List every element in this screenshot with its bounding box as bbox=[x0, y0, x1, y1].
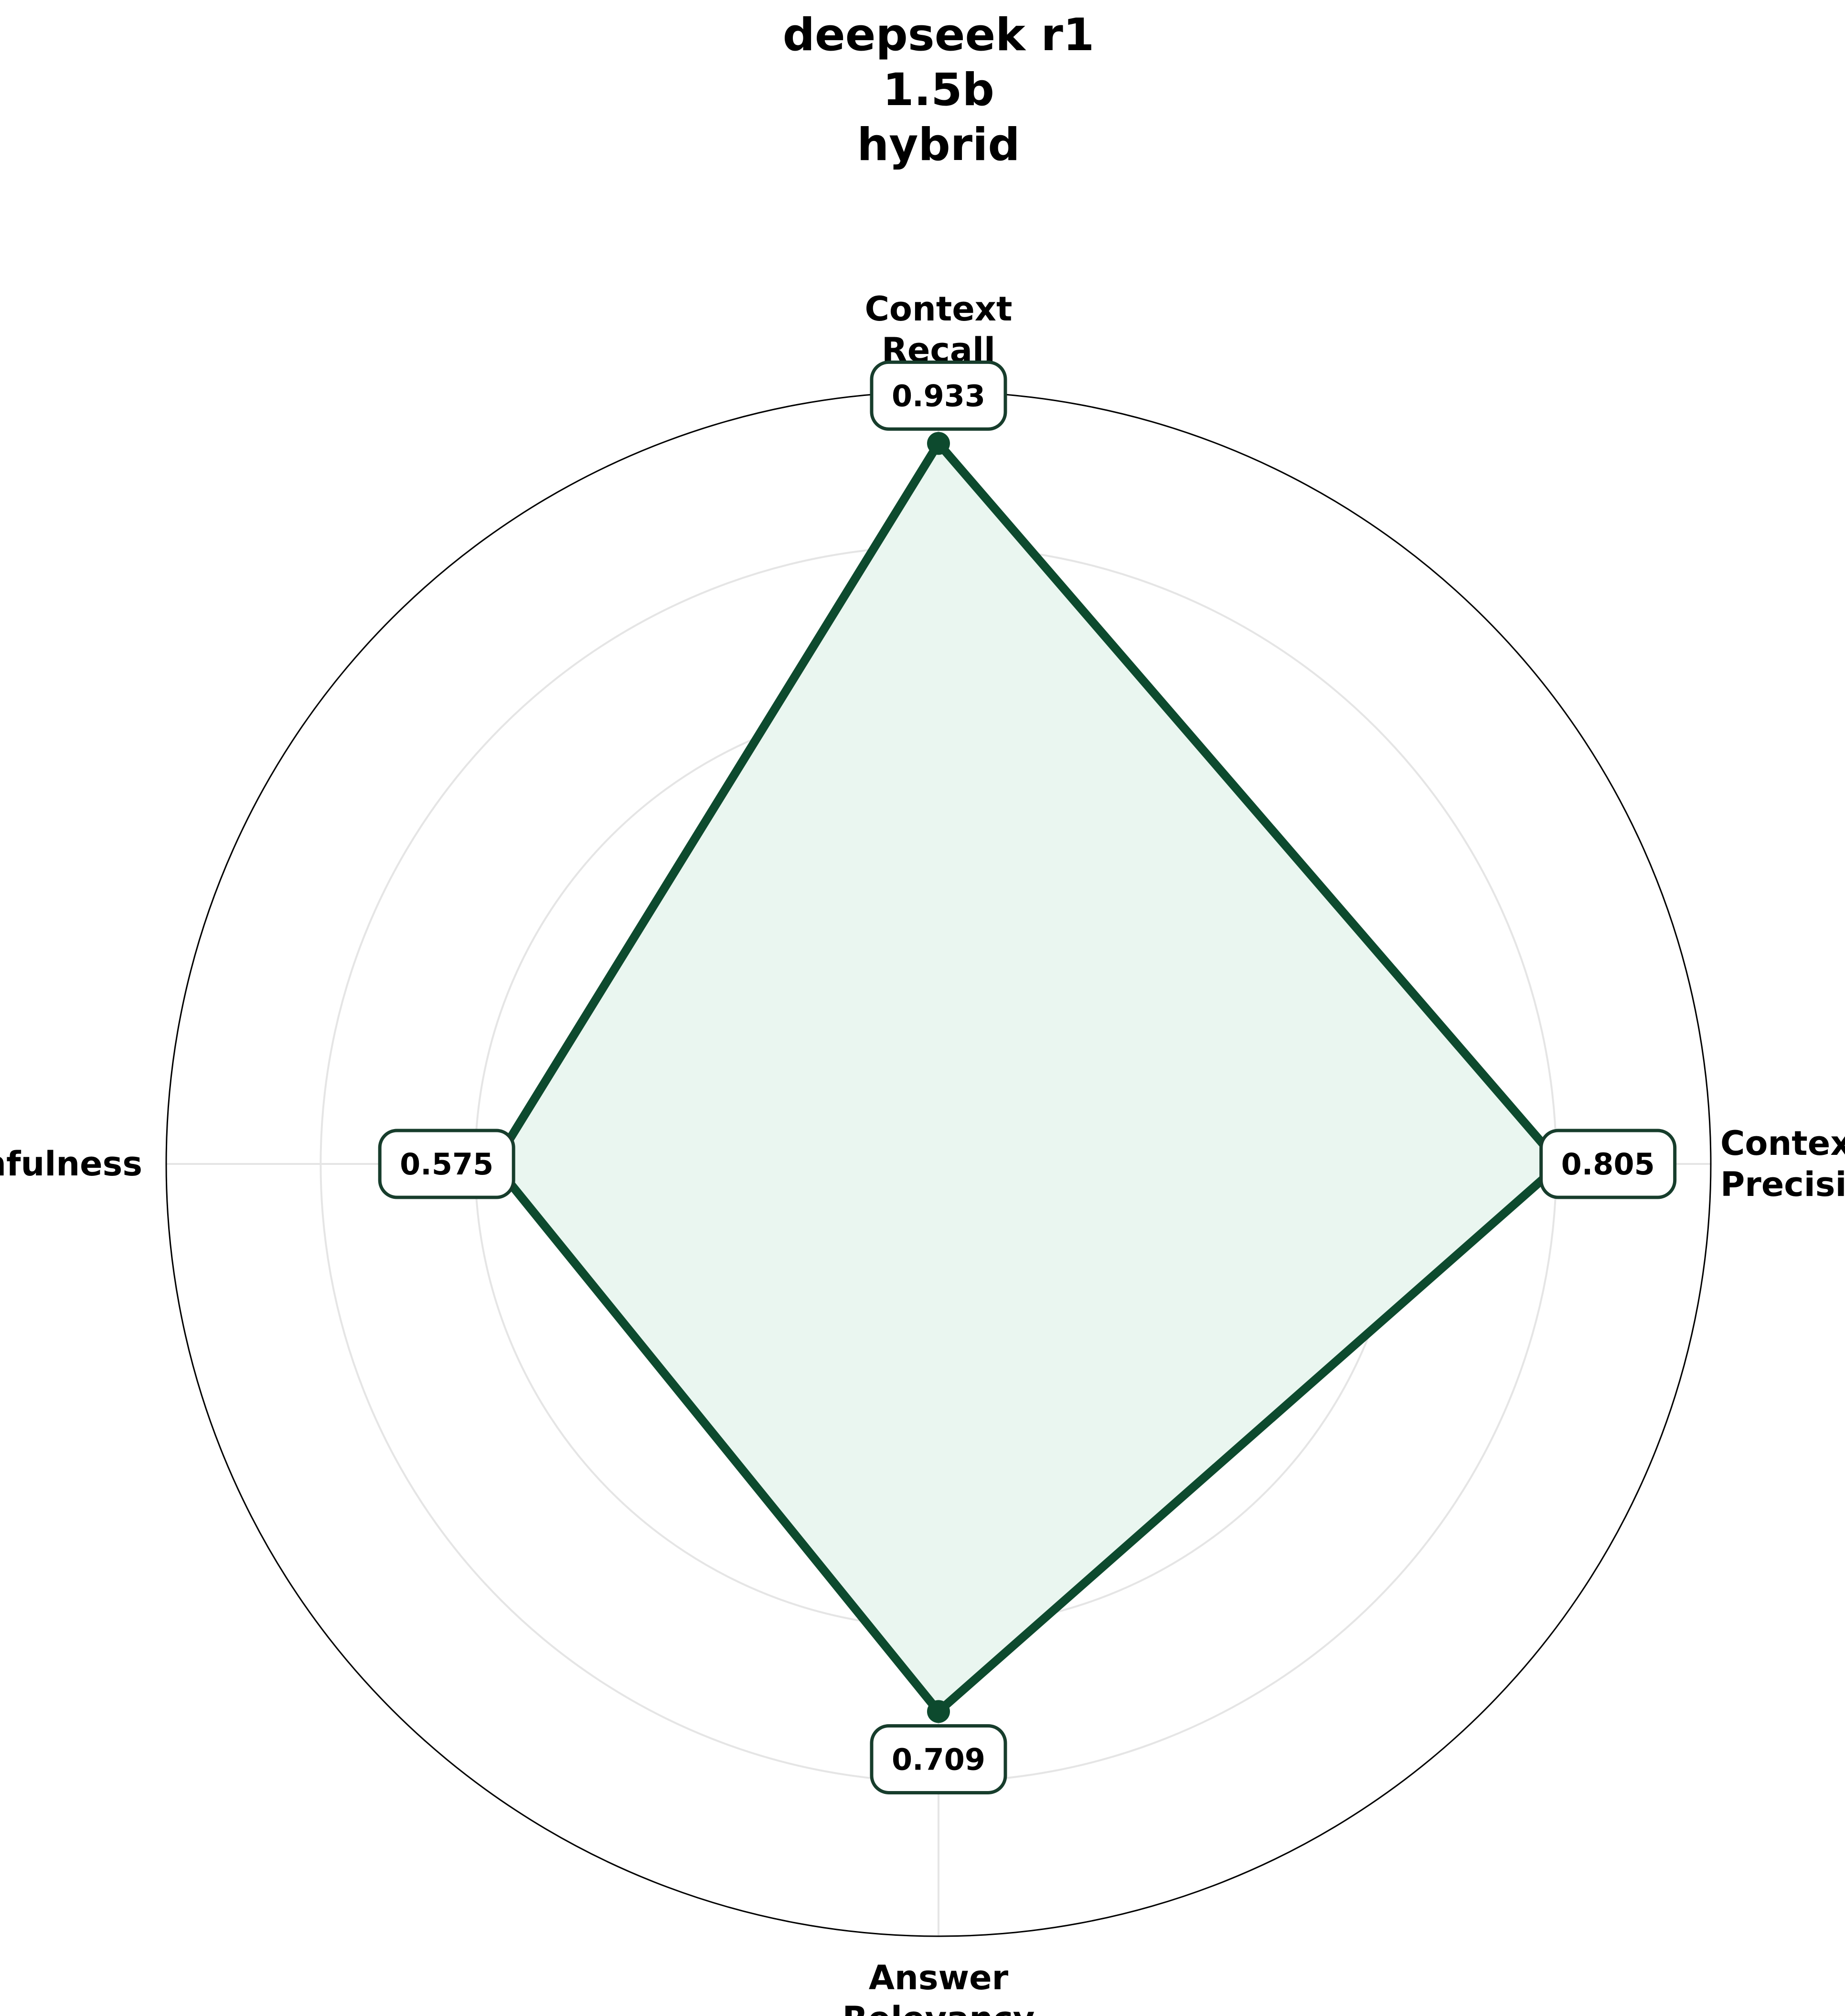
value-label-4: 0.575 bbox=[400, 1147, 493, 1182]
value-label-box-4 bbox=[378, 1129, 515, 1199]
chart-title-line-3: hybrid bbox=[857, 119, 1020, 171]
value-label-2: 0.805 bbox=[1561, 1147, 1655, 1182]
axis-label-3-line-2: Relevancy bbox=[843, 1999, 1035, 2016]
value-label-box-2 bbox=[1539, 1129, 1677, 1199]
chart-title: deepseek r1 1.5b hybrid bbox=[783, 9, 1095, 171]
value-label-1: 0.933 bbox=[892, 378, 985, 413]
value-labels: 0.933 0.805 0.709 0.575 bbox=[378, 360, 1677, 1794]
value-label-box-1 bbox=[870, 360, 1007, 431]
axis-label-2-line-1: Context bbox=[1720, 1124, 1845, 1163]
axis-labels: ContextRecallContextPrecisionAnswerRelev… bbox=[0, 289, 1845, 2016]
data-point-3 bbox=[927, 1700, 950, 1723]
radar-series bbox=[483, 432, 1572, 1723]
axis-label-4: Faithfulness bbox=[0, 1144, 142, 1184]
chart-title-line-1: deepseek r1 bbox=[783, 9, 1095, 61]
axis-label-2: ContextPrecision bbox=[1720, 1124, 1845, 1204]
axis-label-4-line-1: Faithfulness bbox=[0, 1144, 142, 1184]
chart-title-line-2: 1.5b bbox=[883, 64, 994, 116]
data-point-1 bbox=[927, 432, 950, 455]
value-label-3: 0.709 bbox=[892, 1742, 985, 1777]
axis-label-2-line-2: Precision bbox=[1720, 1165, 1845, 1204]
axis-label-1-line-1: Context bbox=[865, 289, 1013, 329]
axis-label-3: AnswerRelevancy bbox=[843, 1958, 1035, 2016]
value-label-box-3 bbox=[870, 1724, 1007, 1794]
axis-label-3-line-1: Answer bbox=[869, 1958, 1009, 1997]
series-area bbox=[494, 443, 1560, 1712]
